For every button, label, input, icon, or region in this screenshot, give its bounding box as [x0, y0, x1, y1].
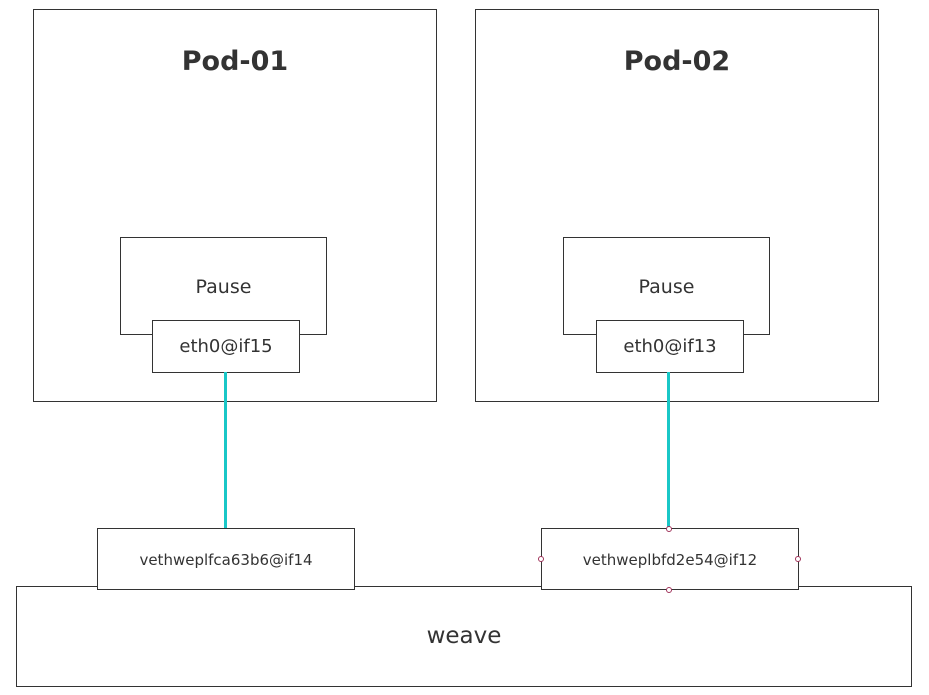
pod-02-title: Pod-02 — [623, 46, 731, 77]
pod-02-eth0-interface: eth0@if13 — [596, 320, 744, 373]
selection-handle-bottom[interactable] — [666, 587, 672, 593]
pod-01-pause-label: Pause — [195, 276, 252, 298]
pod-02-pause-label: Pause — [638, 276, 695, 298]
pod-02-eth0-label: eth0@if13 — [623, 336, 717, 357]
veth-interface-pod-02-label: vethweplbfd2e54@if12 — [582, 551, 758, 569]
pod-02-veth-link — [667, 372, 670, 529]
pod-01-eth0-interface: eth0@if15 — [152, 320, 300, 373]
weave-bridge: weave — [16, 586, 912, 687]
selection-handle-right[interactable] — [795, 556, 801, 562]
weave-label: weave — [426, 623, 502, 649]
selection-handle-top[interactable] — [666, 526, 672, 532]
veth-interface-pod-01: vethweplfca63b6@if14 — [97, 528, 355, 590]
pod-01-title: Pod-01 — [181, 46, 289, 77]
pod-01-veth-link — [224, 372, 227, 529]
pod-01-eth0-label: eth0@if15 — [179, 336, 273, 357]
veth-interface-pod-02[interactable]: vethweplbfd2e54@if12 — [541, 528, 799, 590]
veth-interface-pod-01-label: vethweplfca63b6@if14 — [139, 551, 313, 569]
selection-handle-left[interactable] — [538, 556, 544, 562]
